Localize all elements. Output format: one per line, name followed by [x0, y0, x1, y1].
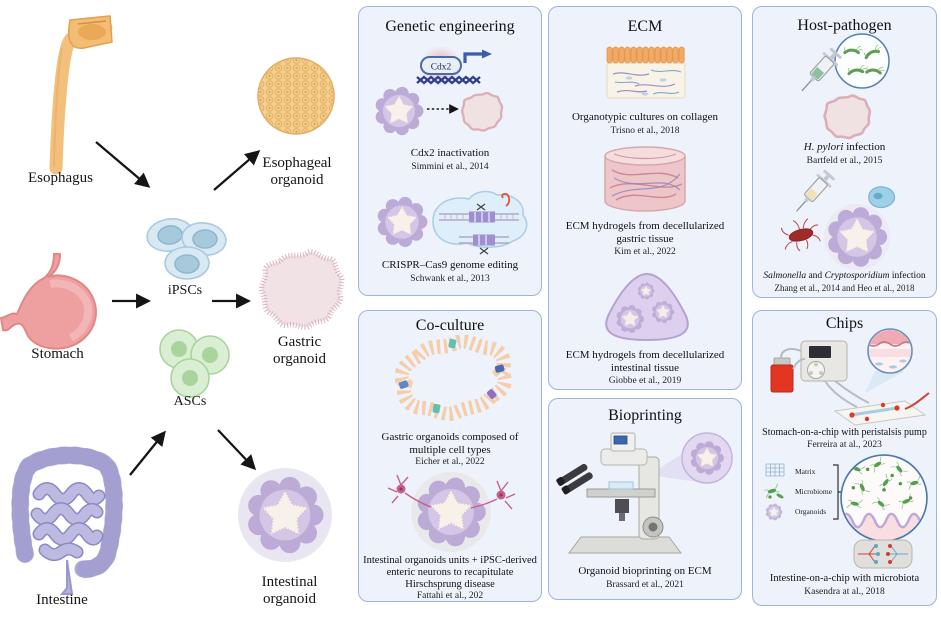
asc-cells-illustration: [159, 329, 230, 398]
conversion-dashed-arrow: [427, 104, 459, 114]
panel-ecm: ECM Organotypic cultures on collage: [548, 6, 742, 390]
cdx2-gene-illustration: Cdx2: [416, 47, 492, 87]
stomach-label: Stomach: [31, 346, 84, 362]
infected-gastric-organoid-illustration: [823, 94, 872, 140]
esophagus-label: Esophagus: [28, 170, 93, 186]
crispr-illustration: [377, 190, 528, 255]
caption-hpylori: H. pylori infection: [803, 141, 886, 153]
panel-title: Bioprinting: [608, 407, 682, 424]
cdx2-gene-label: Cdx2: [431, 63, 452, 73]
caption-salmonella: Salmonella and Cryptosporidium infection: [763, 271, 926, 281]
panel-genetic-engineering: Genetic engineering Cdx2 Cdx2 inactivati…: [358, 6, 542, 296]
citation-multicell: Eicher et al., 2022: [415, 457, 485, 467]
matrix-icon: [765, 463, 785, 477]
citation-salmonella: Zhang et al., 2014 and Heo et al., 2018: [774, 283, 915, 293]
organoid-neurons-illustration: [387, 472, 516, 552]
flow-arrows: [95, 141, 261, 476]
caption-neurons: Intestinal organoids units + iPSC-derive…: [363, 555, 537, 590]
arrow-esophagus-to-ipscs: [95, 141, 151, 188]
gastric-hydrogel-illustration: [604, 146, 686, 212]
intestine-label: Intestine: [36, 592, 88, 608]
intestine-chip-illustration: [853, 539, 913, 569]
citation-hpylori: Bartfeld et al., 2015: [806, 156, 883, 166]
esophageal-organoid-illustration: [257, 57, 335, 135]
citation-neurons: Fattahi et al., 202: [416, 591, 484, 601]
gastric-organoid-illustration: [258, 249, 345, 330]
caption-gastric-hydrogel: ECM hydrogels from decellularized gastri…: [565, 220, 725, 245]
infected-intestinal-organoid-illustration: [824, 204, 890, 270]
wildtype-organoid-illustration: [375, 86, 425, 136]
citation-organotypic: Trisno et al., 2018: [610, 126, 680, 136]
panel-coculture: Co-culture Gastric organoids composed of…: [358, 310, 542, 602]
caption-organotypic: Organotypic cultures on collagen: [571, 111, 719, 123]
organotypic-culture-illustration: [606, 46, 686, 99]
arrow-intestine-to-ascs: [129, 430, 166, 476]
immune-cell-illustration: [868, 186, 896, 209]
salmonella-illustration: [780, 218, 821, 252]
stomach-chip-illustration: [770, 328, 930, 426]
esophagus-illustration: [49, 15, 113, 175]
organoids-icon: [765, 503, 783, 521]
gastric-organoid-label: Gastric organoid: [272, 334, 327, 368]
panel-bioprinting: Bioprinting Organoid bioprinting on ECM …: [548, 398, 742, 600]
panel-title: Host-pathogen: [797, 17, 892, 34]
panel-title: Genetic engineering: [385, 18, 515, 35]
citation-intestine-chip: Kasendra at al., 2018: [804, 587, 885, 597]
intestine-illustration: [11, 446, 124, 595]
caption-crispr: CRISPR–Cas9 genome editing: [381, 259, 519, 271]
hpylori-magnifier-illustration: [834, 33, 890, 89]
caption-multicell: Gastric organoids composed of multiple c…: [381, 431, 519, 456]
intestinal-organoid-illustration: [238, 468, 332, 562]
arrow-to-esophageal-organoid: [213, 150, 261, 191]
citation-intestinal-hydrogel: Giobbe et al., 2019: [608, 376, 682, 386]
ipsc-cells-illustration: [146, 218, 227, 280]
syringe-salmonella-illustration: [796, 169, 835, 212]
ipscs-label: iPSCs: [167, 283, 203, 298]
panel-title: ECM: [627, 18, 663, 35]
intestinal-hydrogel-dome-illustration: [605, 272, 689, 342]
panel-chips: Chips Stomach-on-a-chip with p: [752, 310, 937, 606]
syringe-hpylori-illustration: [801, 47, 842, 92]
converted-organoid-illustration: [460, 91, 504, 132]
citation-stomach-chip: Ferreira at al., 2023: [807, 440, 882, 450]
microscope-illustration: [556, 432, 733, 554]
citation-cdx2: Simmini et al., 2014: [411, 162, 489, 172]
legend-microbiome-label: Microbiome: [795, 487, 833, 496]
caption-bioprinting: Organoid bioprinting on ECM: [578, 565, 712, 577]
caption-cdx2: Cdx2 inactivation: [410, 147, 490, 159]
arrow-to-intestinal-organoid: [217, 429, 257, 471]
panel-title: Chips: [825, 315, 864, 332]
citation-bioprinting: Brassard et al., 2021: [606, 580, 684, 590]
panel-title: Co-culture: [415, 317, 485, 334]
caption-intestinal-hydrogel: ECM hydrogels from decellularized intest…: [565, 349, 725, 374]
intestinal-organoid-label: Intestinal organoid: [261, 574, 318, 608]
caption-intestine-chip: Intestine-on-a-chip with microbiota: [769, 573, 920, 584]
microbiome-icon: [764, 483, 784, 499]
citation-gastric-hydrogel: Kim et al., 2022: [614, 247, 676, 257]
multicell-gastric-organoid-illustration: [389, 335, 513, 425]
ascs-label: ASCs: [173, 394, 207, 409]
legend-matrix-label: Matrix: [795, 467, 816, 476]
caption-stomach-chip: Stomach-on-a-chip with peristalsis pump: [762, 427, 927, 438]
panel-host-pathogen: Host-pathogen H. pylori infection Bartfe…: [752, 6, 937, 298]
citation-crispr: Schwank et al., 2013: [410, 274, 490, 284]
stomach-illustration: [0, 253, 97, 350]
intestine-chip-magnifier-illustration: [840, 454, 928, 542]
esophageal-organoid-label: Esophageal organoid: [262, 155, 332, 189]
legend-organoids-label: Organoids: [795, 507, 827, 516]
